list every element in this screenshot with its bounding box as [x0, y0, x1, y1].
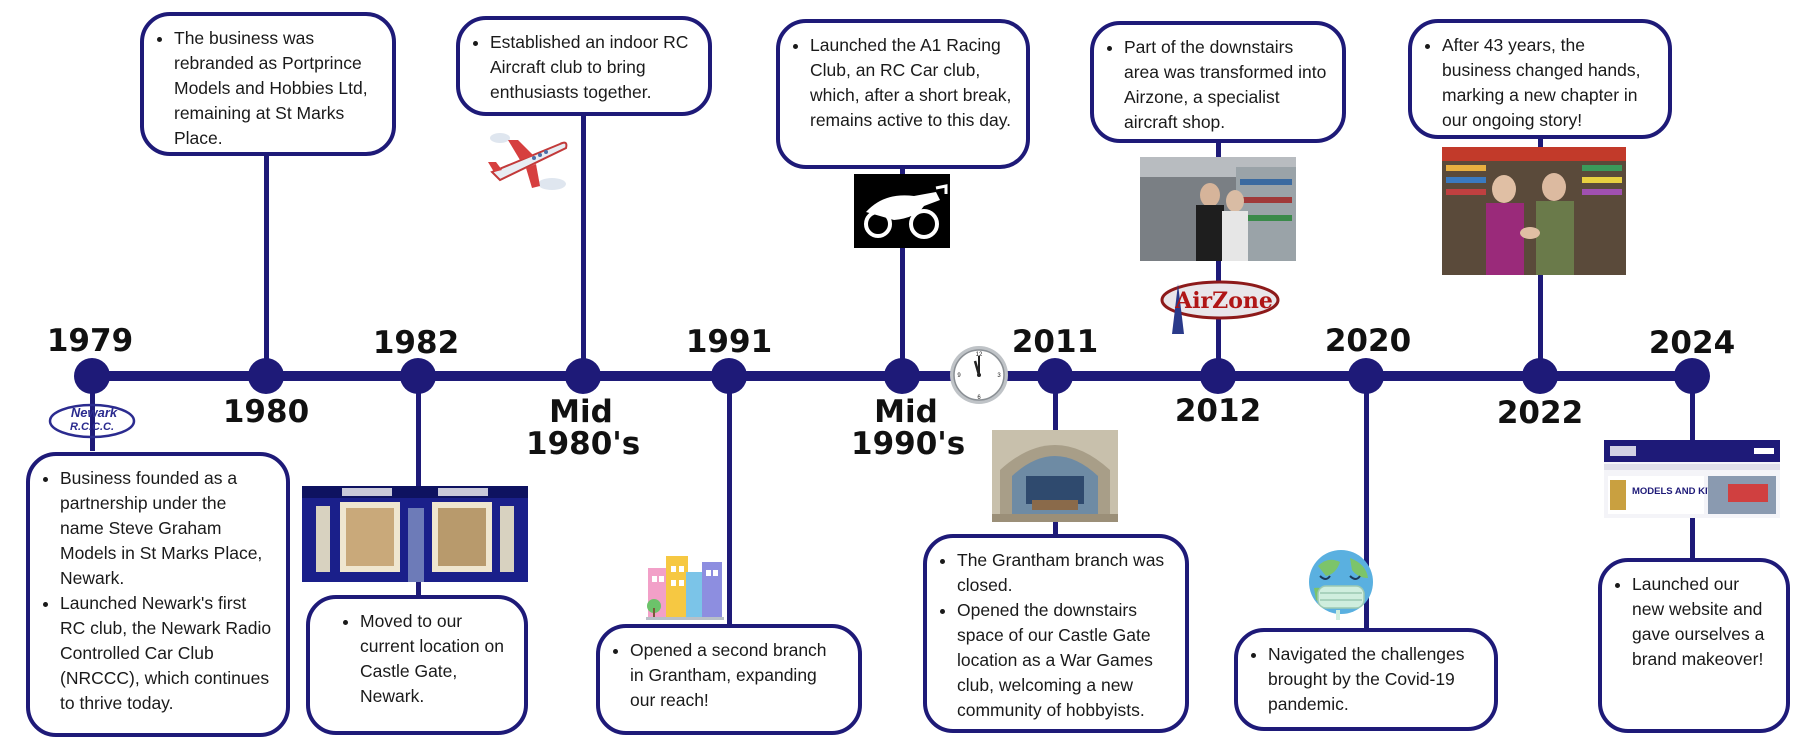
clock-icon: 12 3 6 9: [948, 344, 1010, 406]
node-1980: [248, 358, 284, 394]
year-label: 1980: [222, 394, 310, 430]
node-1991: [711, 358, 747, 394]
event-text: Navigated the challenges brought by the …: [1268, 642, 1480, 717]
svg-text:6: 6: [977, 395, 981, 401]
event-box-2020: Navigated the challenges brought by the …: [1234, 628, 1498, 731]
svg-text:3: 3: [997, 373, 1001, 379]
airzone-shop-photo: [1140, 157, 1296, 261]
airzone-logo: AirZone: [1154, 278, 1282, 334]
connector-mid1980s: [581, 112, 586, 376]
club-logo: Newark R.C.C.C.: [48, 400, 138, 442]
event-box-2012: Part of the downstairs area was transfor…: [1090, 21, 1346, 143]
website-banner: MODELS AND KITS: [1604, 440, 1780, 518]
website-banner-text: MODELS AND KITS: [1632, 486, 1720, 497]
year-label: 1982: [372, 325, 460, 361]
node-2024: [1674, 358, 1710, 394]
year-label: 2020: [1324, 323, 1412, 359]
war-games-room-photo: [992, 430, 1118, 522]
event-text: Launched Newark's first RC club, the New…: [60, 591, 272, 716]
event-text: Established an indoor RC Aircraft club t…: [490, 30, 694, 105]
event-box-1991: Opened a second branch in Grantham, expa…: [596, 624, 862, 735]
rc-car-icon: [854, 174, 950, 248]
node-2022: [1522, 358, 1558, 394]
node-mid1980s: [565, 358, 601, 394]
event-text: After 43 years, the business changed han…: [1442, 33, 1654, 133]
connector-1979: [90, 376, 95, 451]
shop-front-photo: [302, 486, 528, 582]
event-text: Launched our new website and gave oursel…: [1632, 572, 1772, 672]
city-buildings-icon: [646, 548, 724, 620]
connector-1980: [264, 152, 269, 376]
event-box-2011: The Grantham branch was closed. Opened t…: [923, 534, 1189, 733]
event-text: Business founded as a partnership under …: [60, 466, 272, 591]
event-text: Part of the downstairs area was transfor…: [1124, 35, 1328, 135]
node-1982: [400, 358, 436, 394]
airplane-icon: [486, 128, 572, 194]
connector-1991: [727, 376, 732, 626]
event-text: Opened a second branch in Grantham, expa…: [630, 638, 844, 713]
club-logo-line2: R.C.C.C.: [70, 421, 114, 433]
airzone-logo-text: AirZone: [1174, 288, 1273, 314]
event-box-mid1990s: Launched the A1 Racing Club, an RC Car c…: [776, 19, 1030, 169]
connector-2020: [1364, 376, 1369, 630]
event-box-mid1980s: Established an indoor RC Aircraft club t…: [456, 16, 712, 116]
node-mid1990s: [884, 358, 920, 394]
masked-earth-icon: [1306, 548, 1376, 620]
event-box-1982: Moved to our current location on Castle …: [306, 595, 528, 735]
event-box-2024: Launched our new website and gave oursel…: [1598, 558, 1790, 733]
node-2020: [1348, 358, 1384, 394]
year-label: 2012: [1174, 393, 1262, 429]
event-box-2022: After 43 years, the business changed han…: [1408, 19, 1672, 139]
node-2012: [1200, 358, 1236, 394]
year-label: 1979: [46, 323, 134, 359]
event-text: Opened the downstairs space of our Castl…: [957, 598, 1171, 723]
event-box-1979: Business founded as a partnership under …: [26, 452, 290, 737]
connector-mid1990s: [900, 166, 905, 376]
svg-text:9: 9: [957, 373, 961, 379]
event-text: The business was rebranded as Portprince…: [174, 26, 378, 151]
year-label: 2024: [1648, 325, 1736, 361]
club-logo-line1: Newark: [71, 405, 118, 420]
year-label: Mid 1990's: [851, 394, 966, 462]
event-text: Launched the A1 Racing Club, an RC Car c…: [810, 33, 1012, 133]
event-text: The Grantham branch was closed.: [957, 548, 1171, 598]
year-label: 2011: [1011, 324, 1099, 360]
svg-text:12: 12: [976, 352, 983, 358]
year-label: 2022: [1496, 395, 1584, 431]
handover-photo: [1442, 147, 1626, 275]
event-box-1980: The business was rebranded as Portprince…: [140, 12, 396, 156]
node-1979: [74, 358, 110, 394]
year-label: Mid 1980's: [526, 394, 641, 462]
event-text: Moved to our current location on Castle …: [360, 609, 510, 709]
year-label: 1991: [685, 324, 773, 360]
node-2011: [1037, 358, 1073, 394]
